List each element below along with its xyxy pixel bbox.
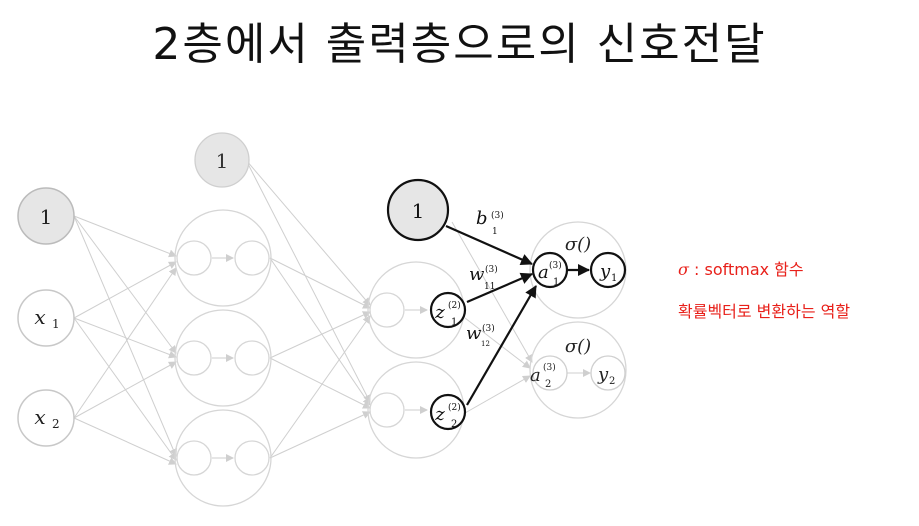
z2-node: z (2) 2 [429,393,467,431]
z1-node: z (2) 1 [429,291,467,329]
input-layer: 1 x 1 x 2 [17,187,75,447]
svg-text:1: 1 [492,227,498,237]
a2-superscript: (3) [543,362,556,373]
y2-subscript: 2 [609,376,615,387]
a2-label: a [530,365,541,386]
svg-text:b: b [476,208,488,229]
softmax-note-text: : softmax 함수 [688,260,804,279]
layer1-to-layer2-connections [245,159,371,459]
svg-text:w: w [466,323,482,344]
z2-subscript: 2 [451,419,457,430]
bias-to-a1-arrow [445,224,533,266]
layer2-neuron-2-input [369,392,405,428]
highlighted-connections [445,224,590,406]
sigma-label-2: σ() [565,336,591,357]
input-to-layer1-connections [73,215,177,465]
input-x1-node: x 1 [17,289,75,347]
layer2-neuron-1-input [369,292,405,328]
weight-w11-label: w (3) 11 [469,264,498,292]
svg-text:11: 11 [484,282,495,292]
hidden-layer-1: 1 [174,132,272,507]
svg-text:12: 12 [481,340,490,348]
weight-w12-label: w (3) 12 [466,323,495,348]
z2-to-a1-arrow [466,285,537,406]
layer2-bias-node: 1 [386,178,450,242]
page-title: 2층에서 출력층으로의 신호전달 [152,19,767,70]
a2-node: a (3) 2 [530,355,568,391]
sigma-symbol: σ [678,260,689,279]
probability-note: 확률벡터로 변환하는 역할 [678,302,851,321]
z2-label: z [434,404,445,425]
z2-superscript: (2) [448,402,461,413]
softmax-note: σ : softmax 함수 [678,256,804,280]
output-neuron-2-outline [529,321,627,419]
svg-text:(3): (3) [482,323,495,334]
input-x2-node: x 2 [17,389,75,447]
a1-label: a [538,262,549,283]
y2-node: y 2 [590,355,626,391]
layer1-bias-label: 1 [216,149,229,173]
z1-to-a1-arrow [466,272,533,304]
y2-label: y [597,364,609,385]
input-x2-label: x [34,405,45,429]
input-x2-subscript: 2 [52,417,60,431]
input-x1-label: x [34,305,45,329]
layer1-neuron-3 [174,409,272,507]
svg-text:(3): (3) [491,210,504,221]
a1-superscript: (3) [549,260,562,271]
input-bias-label: 1 [40,205,53,229]
input-x1-subscript: 1 [52,317,60,331]
z1-superscript: (2) [448,300,461,311]
a1-subscript: 1 [553,277,559,288]
a1-node: a (3) 1 [531,251,569,289]
svg-text:w: w [469,264,485,285]
y1-label: y [599,261,611,282]
z1-label: z [434,302,445,323]
a2-subscript: 2 [545,379,551,390]
y1-subscript: 1 [611,273,617,284]
svg-text:(3): (3) [485,264,498,275]
z1-subscript: 1 [451,317,457,328]
input-bias-node: 1 [17,187,75,245]
weight-b1-label: b (3) 1 [476,208,504,237]
y1-node: y 1 [589,251,627,289]
sigma-label-1: σ() [565,234,591,255]
layer2-bias-label: 1 [412,199,425,223]
layer1-neuron-1 [174,209,272,307]
layer1-neuron-2 [174,309,272,407]
layer1-bias-node: 1 [194,132,250,188]
